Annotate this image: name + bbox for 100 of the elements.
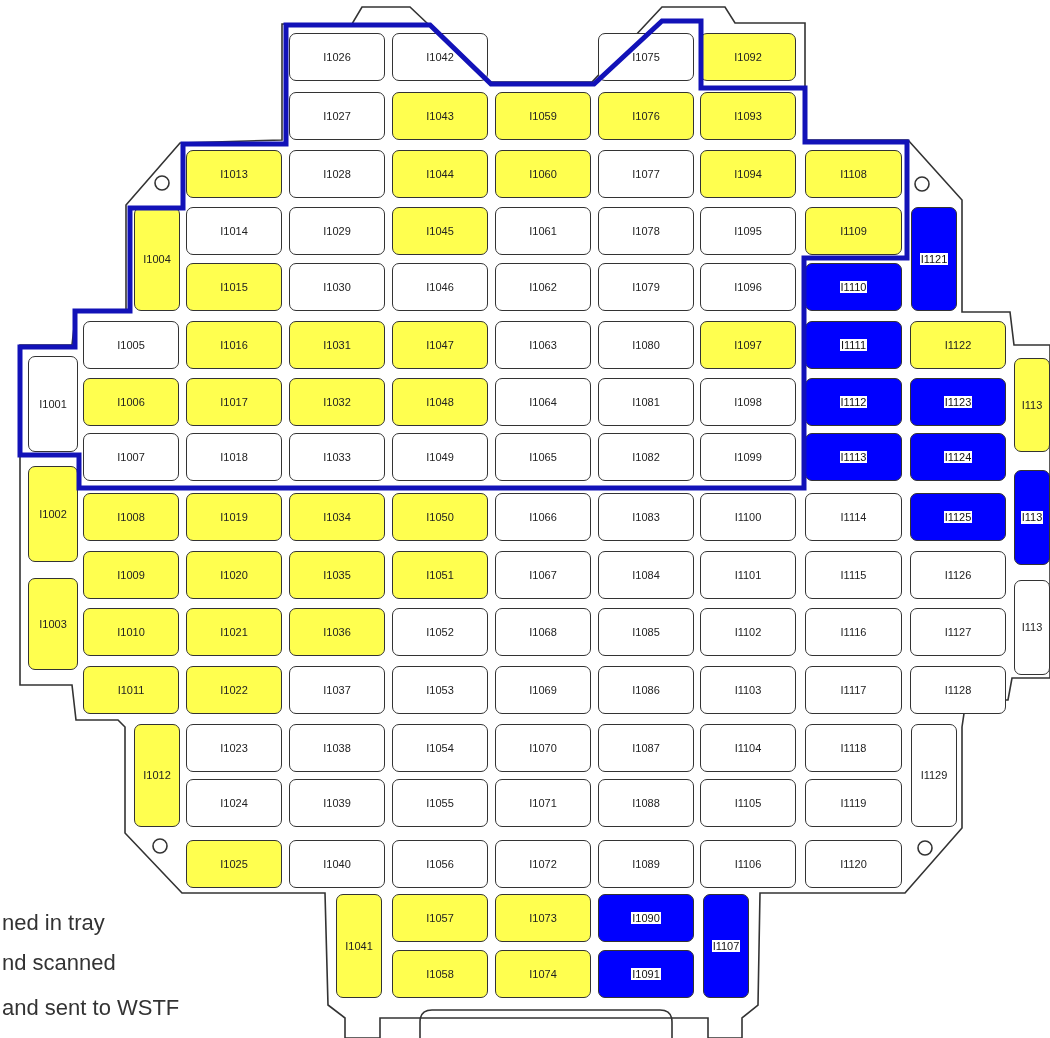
tray-tile [598, 33, 694, 81]
tile-label: I1126 [944, 568, 972, 582]
tile-label: I1079 [632, 280, 660, 294]
tile-label: I1089 [632, 857, 660, 871]
tile-label: I1041 [345, 939, 373, 953]
tray-tile [598, 724, 694, 772]
tray-tile [392, 551, 488, 599]
tray-tile [700, 263, 796, 311]
tray-tile [910, 666, 1006, 714]
tile-label: I1024 [220, 796, 248, 810]
tray-tile [700, 433, 796, 481]
tray-tile [392, 493, 488, 541]
tray-tile [495, 321, 591, 369]
tile-label: I1037 [323, 683, 351, 697]
tray-tile [910, 493, 1006, 541]
tile-label: I1083 [632, 510, 660, 524]
tray-tile [700, 150, 796, 198]
tray-tile [495, 493, 591, 541]
tray-tile [1014, 470, 1050, 565]
tile-label: I1060 [529, 167, 557, 181]
tile-label: I1058 [426, 967, 454, 981]
tile-label: I1072 [529, 857, 557, 871]
tile-label: I1016 [220, 338, 248, 352]
tray-tile [186, 779, 282, 827]
tile-label: I1124 [943, 450, 973, 464]
tile-label: I1123 [943, 395, 973, 409]
tile-label: I1005 [117, 338, 145, 352]
tile-label: I1059 [529, 109, 557, 123]
tray-tile [28, 356, 78, 452]
tray-tile [392, 321, 488, 369]
tray-tile [392, 433, 488, 481]
tile-label: I1092 [734, 50, 762, 64]
tile-label: I1096 [734, 280, 762, 294]
tile-label: I1044 [426, 167, 454, 181]
tray-tile [392, 378, 488, 426]
tray-tile [186, 666, 282, 714]
tile-label: I1091 [631, 967, 661, 981]
tile-label: I1109 [840, 224, 867, 238]
tile-label: I1095 [734, 224, 762, 238]
tray-tile [392, 207, 488, 255]
tray-tile [598, 840, 694, 888]
tray-tile [392, 263, 488, 311]
tray-tile [910, 321, 1006, 369]
tile-label: I1017 [220, 395, 248, 409]
tile-label: I1098 [734, 395, 762, 409]
tray-tile [805, 724, 902, 772]
tile-label: I1099 [734, 450, 762, 464]
tray-tile [805, 207, 902, 255]
tile-label: I1087 [632, 741, 660, 755]
tile-label: I1066 [529, 510, 557, 524]
tray-tile [598, 493, 694, 541]
tray-tile [186, 840, 282, 888]
tile-label: I1063 [529, 338, 557, 352]
tile-label: I1069 [529, 683, 557, 697]
tile-label: I1048 [426, 395, 454, 409]
tray-tile [186, 207, 282, 255]
tile-label: I113 [1020, 511, 1044, 524]
tile-label: I1054 [426, 741, 454, 755]
tray-tile [1014, 580, 1050, 675]
tile-label: I1065 [529, 450, 557, 464]
tile-label: I1076 [632, 109, 660, 123]
tray-tile [392, 33, 488, 81]
tray-tile [289, 493, 385, 541]
tray-tile [392, 92, 488, 140]
tray-tile [186, 551, 282, 599]
tile-label: I1056 [426, 857, 454, 871]
tray-tile [700, 92, 796, 140]
tray-tile [700, 779, 796, 827]
tile-label: I1120 [840, 857, 867, 871]
tile-label: I1030 [323, 280, 351, 294]
tile-label: I1119 [840, 796, 867, 810]
tray-tile [598, 207, 694, 255]
tray-tile [598, 894, 694, 942]
tray-tile [700, 666, 796, 714]
tray-tile [289, 724, 385, 772]
tile-label: I1040 [323, 857, 351, 871]
tray-tile [289, 92, 385, 140]
tile-label: I1110 [839, 280, 868, 294]
tray-tile [911, 724, 957, 827]
tray-tile [186, 321, 282, 369]
legend-text: ned in tray [2, 910, 105, 936]
tray-tile [598, 950, 694, 998]
tile-label: I1023 [220, 741, 248, 755]
tray-tile [392, 779, 488, 827]
tray-tile [598, 551, 694, 599]
tile-label: I1055 [426, 796, 454, 810]
tray-tile [495, 608, 591, 656]
tile-label: I1019 [220, 510, 248, 524]
tray-tile [598, 92, 694, 140]
tile-label: I1117 [840, 683, 867, 697]
tray-tile [700, 608, 796, 656]
tile-label: I1071 [529, 796, 557, 810]
tray-tile [495, 894, 591, 942]
tray-tile [910, 608, 1006, 656]
tray-tile [289, 666, 385, 714]
tray-tile [910, 551, 1006, 599]
tray-tile [289, 150, 385, 198]
tile-label: I1077 [632, 167, 660, 181]
tile-label: I1046 [426, 280, 454, 294]
tray-tile [186, 263, 282, 311]
